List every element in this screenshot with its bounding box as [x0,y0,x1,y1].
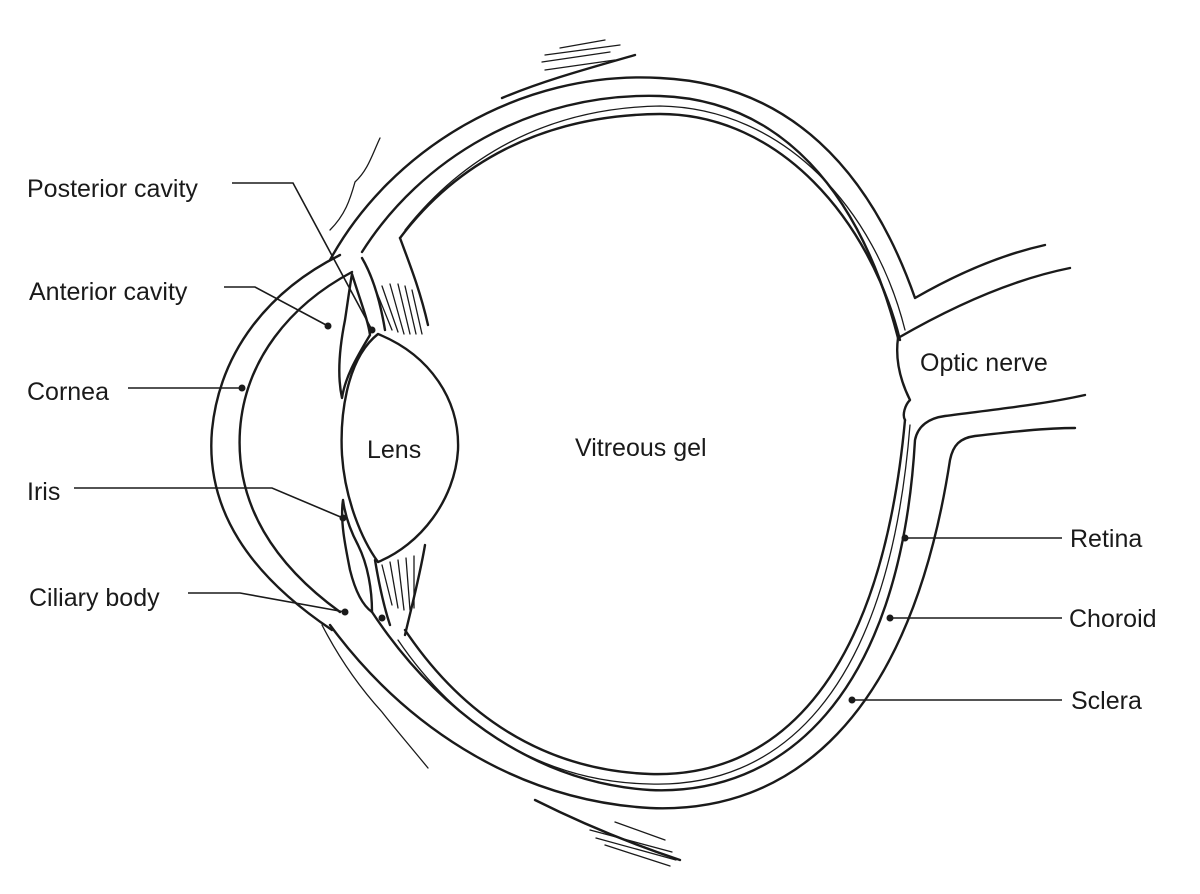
label-choroid: Choroid [1069,605,1157,633]
label-iris: Iris [27,478,60,506]
sclera-inner-lower [370,393,1087,792]
leader-lines [74,182,1062,701]
label-vitreous-gel: Vitreous gel [575,434,707,462]
label-posterior-cavity: Posterior cavity [27,175,198,203]
lens-shape [340,332,460,564]
dot-retina [901,534,909,542]
iris-lower [340,498,374,614]
label-optic-nerve: Optic nerve [920,349,1048,377]
dot-anterior-cavity [324,322,332,330]
dot-cornea [238,384,246,392]
retina-layer [398,112,902,342]
ciliary-fibers-upper [374,283,423,335]
muscle-lower-fibers [589,821,677,867]
choroid-layer [404,105,906,331]
leader-posterior-cavity [232,182,373,331]
dot-iris [339,514,347,522]
labels: Posterior cavity Anterior cavity Cornea … [27,175,1157,715]
label-anterior-cavity: Anterior cavity [29,278,188,306]
dot-ciliary-body-2 [378,614,386,622]
eyelid-upper [329,137,381,231]
label-ciliary-body: Ciliary body [29,584,160,612]
dot-ciliary-body [341,608,349,616]
label-cornea: Cornea [27,378,109,406]
sclera-inner-upper [360,94,1072,340]
muscle-lower [533,798,682,862]
label-retina: Retina [1070,525,1142,553]
cornea-outer [210,253,342,632]
leader-anterior-cavity [224,286,329,327]
muscle-upper-fibers [541,39,621,71]
dot-sclera [848,696,856,704]
iris-upper [338,272,372,400]
retina-layer-lower [403,418,907,776]
label-lens: Lens [367,436,421,464]
leader-ciliary-body [188,592,346,613]
dot-posterior-cavity [368,326,376,334]
leader-iris [74,487,344,519]
eyelid-lower [321,624,429,769]
ciliary-body-lower [373,543,427,637]
choroid-layer-lower [397,424,911,785]
marker-dots [238,322,909,704]
dot-choroid [886,614,894,622]
muscle-upper [500,53,637,100]
cornea-inner [238,270,354,614]
sclera-outer-upper [328,76,1047,300]
ciliary-fibers-lower [381,555,415,611]
optic-disc [895,336,912,422]
label-sclera: Sclera [1071,687,1142,715]
sclera-outer-lower [328,426,1077,810]
